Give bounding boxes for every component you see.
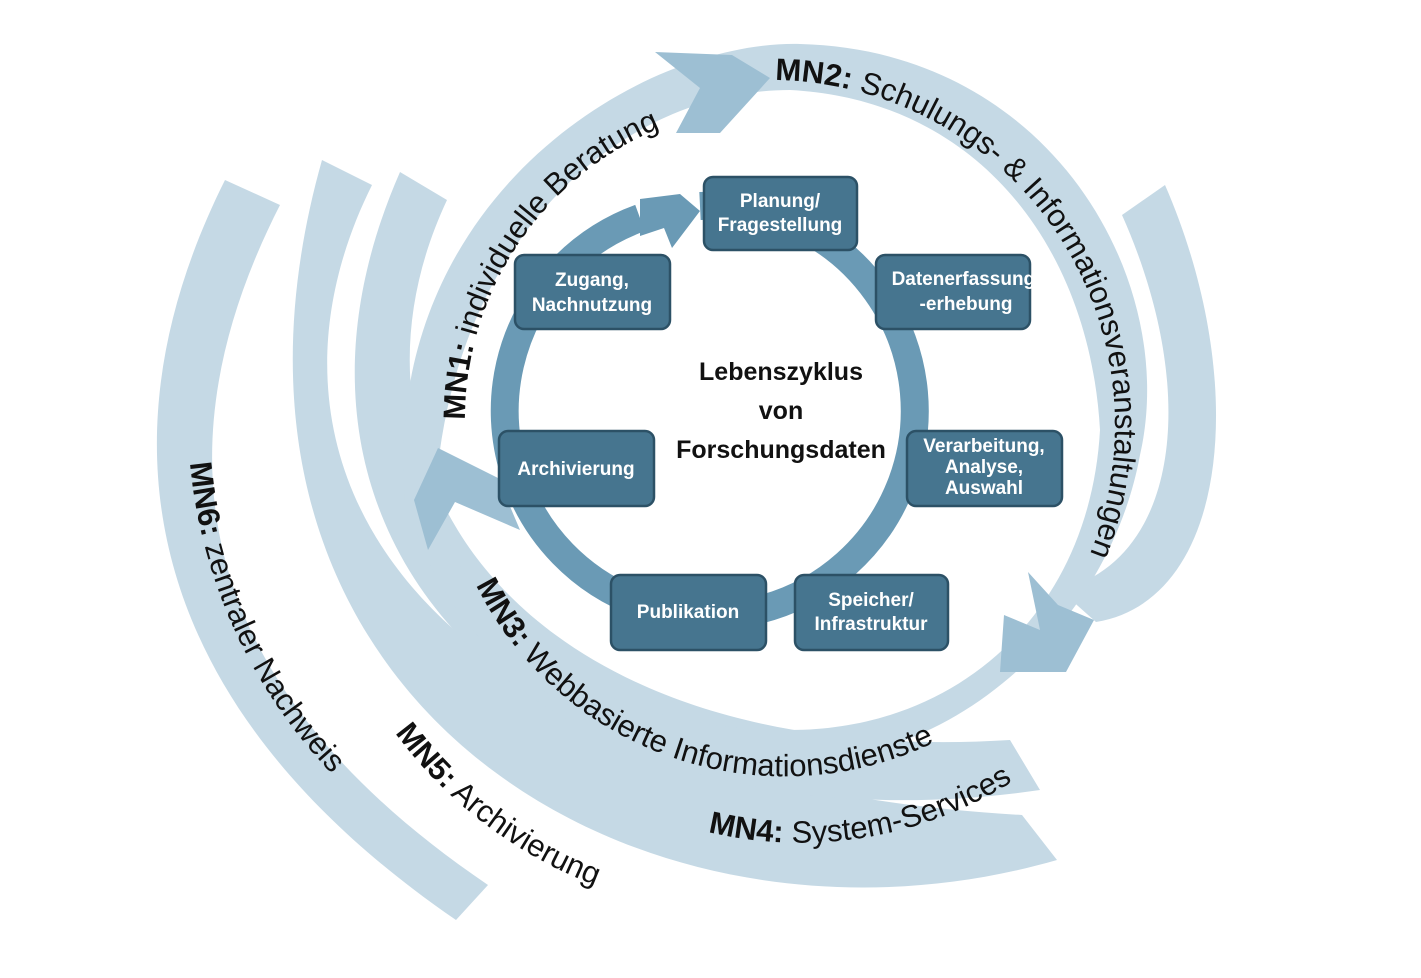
step-label: Nachnutzung <box>532 295 652 316</box>
center-title-line: Forschungsdaten <box>676 436 886 464</box>
step-label: -erhebung <box>920 294 1013 315</box>
step-publikation: Publikation <box>609 573 768 652</box>
step-label: Fragestellung <box>718 215 843 236</box>
step-label: Infrastruktur <box>815 614 929 635</box>
step-speicher: Speicher/ Infrastruktur <box>793 573 950 652</box>
step-label: Analyse, <box>945 457 1023 478</box>
band-mn6 <box>156 180 488 920</box>
step-archivierung: Archivierung <box>497 429 656 508</box>
step-label: Planung/ <box>740 191 821 212</box>
chevron-right-icon <box>1000 572 1094 672</box>
step-label: Archivierung <box>517 459 634 480</box>
step-label: Publikation <box>637 602 739 623</box>
step-label: Datenerfassung/ <box>892 269 1042 290</box>
lifecycle-boxes: Planung/ Fragestellung Datenerfassung/ -… <box>497 175 1064 652</box>
step-label: Speicher/ <box>828 590 914 611</box>
band-chevrons <box>414 52 1094 672</box>
step-label: Zugang, <box>555 270 629 291</box>
step-planung: Planung/ Fragestellung <box>702 175 859 252</box>
step-label: Auswahl <box>945 478 1023 499</box>
step-datenerfassung: Datenerfassung/ -erhebung <box>874 253 1042 331</box>
step-zugang: Zugang, Nachnutzung <box>513 253 672 331</box>
center-title-line: von <box>759 397 803 425</box>
step-label: Verarbeitung, <box>923 436 1044 457</box>
step-verarbeitung: Verarbeitung, Analyse, Auswahl <box>905 429 1064 508</box>
chevron-top-icon <box>655 52 770 133</box>
band-mn5 <box>292 160 1057 888</box>
center-title-line: Lebenszyklus <box>699 358 863 386</box>
ring-arrow-icon <box>640 194 700 248</box>
chevron-left-icon <box>414 448 520 550</box>
band-mn4 <box>354 172 1040 801</box>
band-mn3 <box>1060 185 1217 622</box>
center-title: Lebenszyklus von Forschungsdaten <box>676 358 886 464</box>
outer-bands <box>156 43 1217 920</box>
